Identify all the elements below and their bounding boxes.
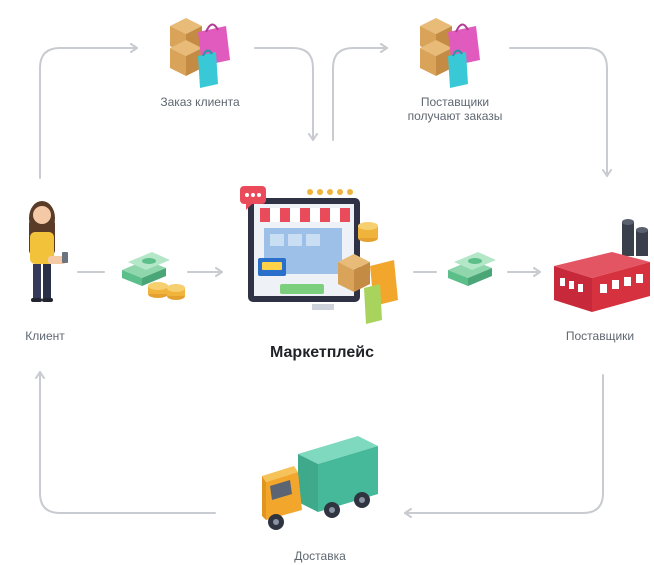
label-suppliers: Поставщики: [565, 329, 635, 343]
arrow-marketplace-to-suppliers-receive: [332, 43, 388, 141]
label-suppliers-receive: Поставщики получают заказы: [380, 95, 530, 123]
woman-with-phone-icon: [29, 201, 68, 302]
online-store-monitor-icon: [240, 186, 398, 324]
money-bundle-icon: [448, 252, 496, 286]
arrow-order-to-marketplace: [254, 47, 318, 141]
label-order: Заказ клиента: [160, 95, 240, 109]
factory-icon: [554, 219, 650, 312]
arrow-client-to-order: [39, 43, 138, 179]
label-marketplace: Маркетплейс: [270, 344, 374, 361]
delivery-truck-icon: [262, 436, 378, 530]
money-and-coins-icon: [122, 252, 185, 300]
label-suppliers-receive-line-2: получают заказы: [407, 109, 503, 123]
arrow-suppliers-to-delivery: [404, 374, 604, 518]
label-suppliers-receive-line-1: Поставщики: [420, 95, 490, 109]
label-client: Клиент: [25, 329, 65, 343]
arrow-delivery-to-client: [35, 371, 216, 514]
arrow-suppliers-receive-to-suppliers: [509, 47, 612, 177]
label-delivery: Доставка: [294, 549, 346, 563]
boxes-and-shopping-bags-icon: [420, 18, 480, 88]
boxes-and-shopping-bags-icon: [170, 18, 230, 88]
